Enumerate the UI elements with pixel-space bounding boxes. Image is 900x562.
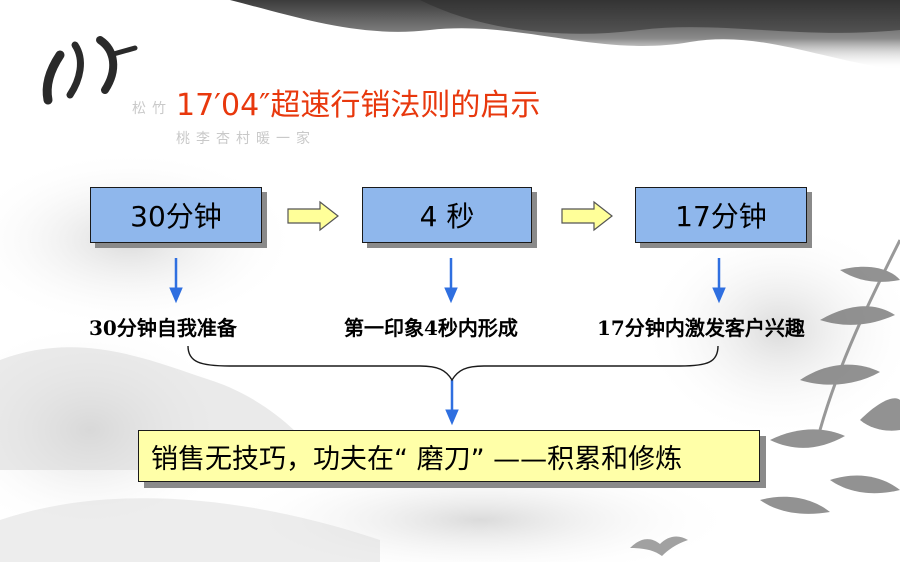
stamp-line2: 桃李杏村暖一家 — [176, 131, 316, 147]
summary-box: 销售无技巧，功夫在“ 磨刀” ——积累和修炼 — [138, 430, 760, 482]
page-title: 17′04″超速行销法则的启示 — [176, 88, 541, 123]
step-box-3: 17分钟 — [635, 187, 807, 243]
stamp-line1: 松竹 — [132, 101, 172, 117]
step-box-2: 4 秒 — [362, 187, 532, 243]
step-box-1: 30分钟 — [90, 187, 262, 243]
step-caption-2: 第一印象4秒内形成 — [344, 316, 518, 340]
step-caption-1: 30分钟自我准备 — [89, 316, 237, 340]
step-caption-3: 17分钟内激发客户兴趣 — [597, 316, 805, 340]
